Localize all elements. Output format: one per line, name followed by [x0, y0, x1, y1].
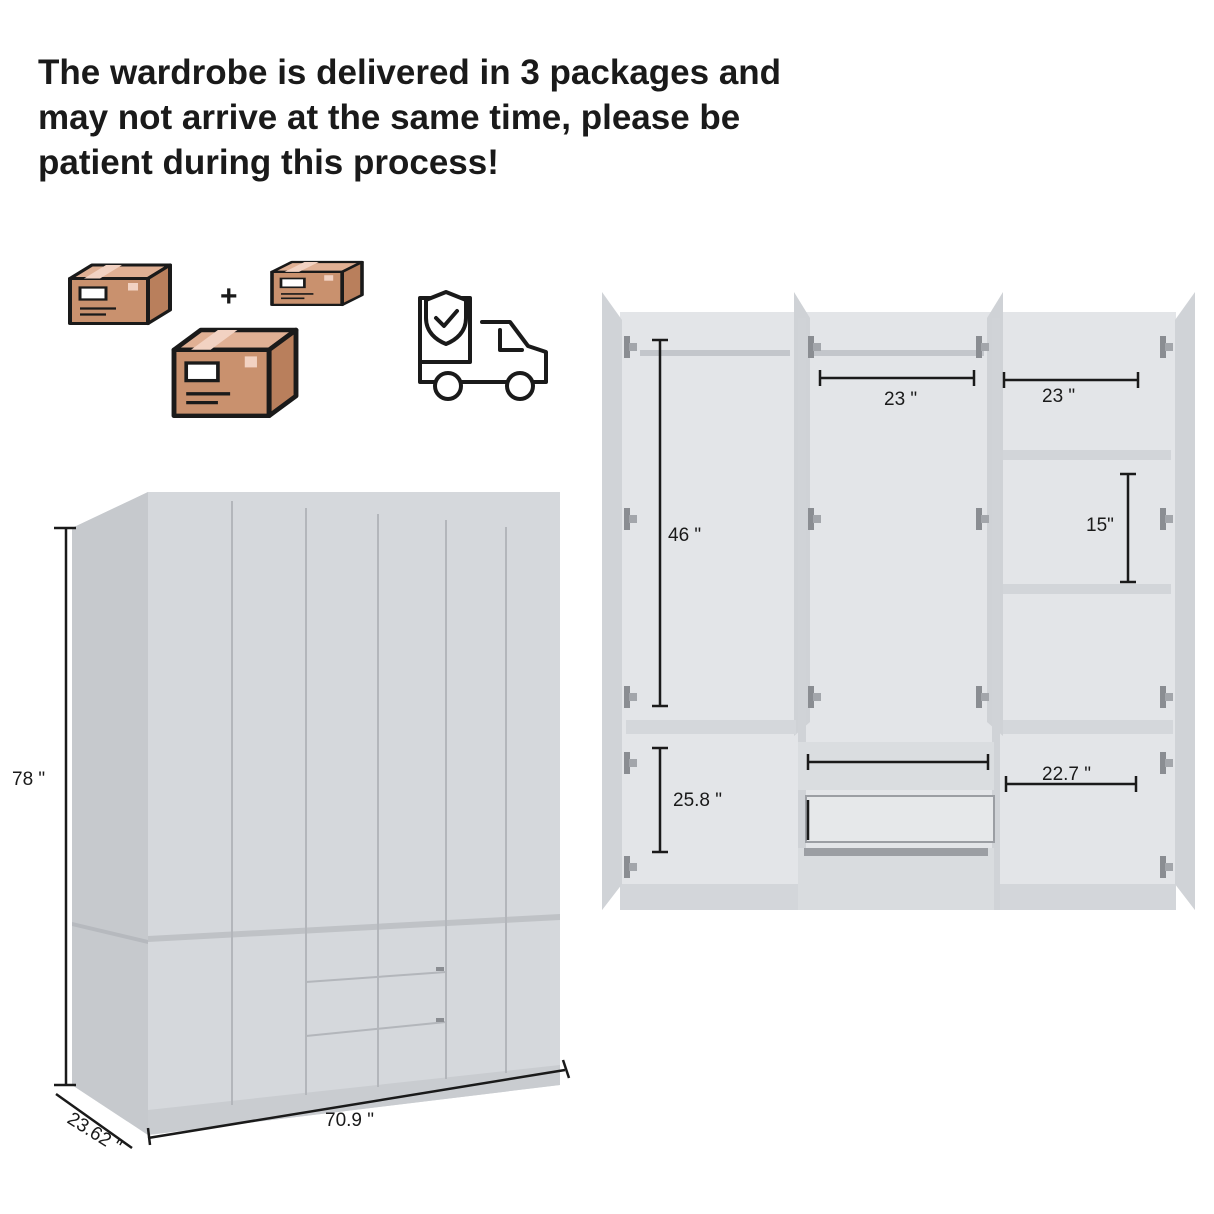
lower-width-label: 22.7 " [1042, 764, 1091, 785]
lower-height-label: 25.8 " [673, 790, 722, 811]
rod-width-label: 23 " [884, 389, 917, 410]
closed-wardrobe [72, 492, 560, 1135]
box-icon [68, 263, 172, 326]
box-icon [174, 330, 296, 416]
notice-line-3: patient during this process! [38, 143, 499, 182]
hanging-height-label: 46 " [668, 525, 701, 546]
depth-dimension-label: 23.62 " [63, 1108, 125, 1157]
notice-line-2: may not arrive at the same time, please … [38, 98, 741, 137]
packages-group: + [68, 260, 364, 416]
open-dimension-lines [652, 338, 1140, 854]
height-dimension-label: 78 " [12, 769, 45, 790]
closed-dimension-lines [54, 526, 571, 1150]
shelf-gap-label: 15" [1086, 515, 1114, 536]
notice-line-1: The wardrobe is delivered in 3 packages … [38, 53, 782, 92]
delivery-truck-shield-icon [418, 290, 548, 401]
shelf-width-label: 23 " [1042, 386, 1075, 407]
width-dimension-label: 70.9 " [325, 1110, 374, 1131]
open-wardrobe [602, 292, 1195, 910]
delivery-notice: The wardrobe is delivered in 3 packages … [38, 50, 898, 185]
box-icon [270, 260, 364, 307]
plus-sign: + [220, 280, 238, 313]
